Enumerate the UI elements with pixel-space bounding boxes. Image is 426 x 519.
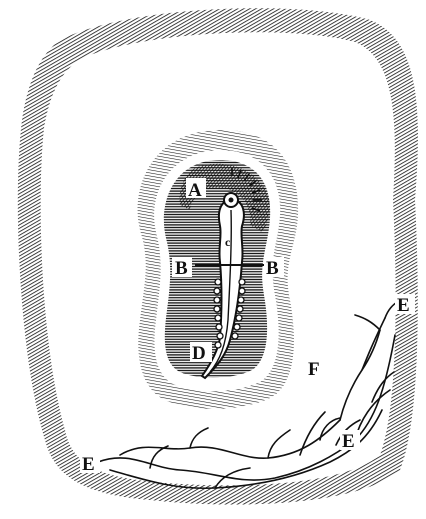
label-b-right: B	[266, 258, 279, 279]
label-c: c	[225, 235, 231, 249]
label-e-upper-right: E	[397, 295, 410, 316]
label-a: A	[188, 180, 202, 201]
label-e-left: E	[82, 454, 95, 475]
label-b-left: B	[175, 258, 188, 279]
label-d: D	[192, 343, 206, 364]
label-f: F	[308, 359, 320, 380]
label-e-lower-right: E	[342, 431, 355, 452]
